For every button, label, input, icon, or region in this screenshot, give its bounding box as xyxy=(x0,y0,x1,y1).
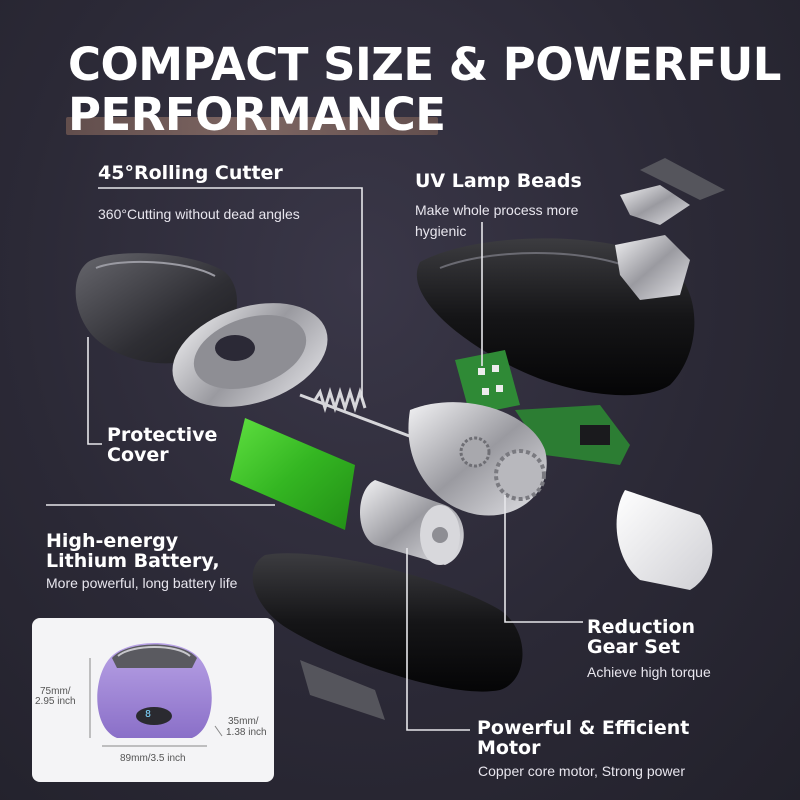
protective-cover-heading-2: Cover xyxy=(107,444,169,466)
depth-inch: 1.38 inch xyxy=(226,727,267,738)
height-inch: 2.95 inch xyxy=(35,696,76,707)
bottom-shell-part xyxy=(252,553,523,720)
battery-heading-1: High-energy xyxy=(46,530,179,552)
page-title: COMPACT SIZE & POWERFUL PERFORMANCE xyxy=(68,40,781,140)
gear-housing-part xyxy=(408,402,547,516)
title-line-1: COMPACT SIZE & POWERFUL xyxy=(68,38,781,91)
gear-set-heading-1: Reduction xyxy=(587,616,696,638)
leader-lines xyxy=(46,187,583,731)
device-image xyxy=(97,643,212,738)
width-dimension: 89mm/3.5 inch xyxy=(120,753,186,764)
protective-cover-heading-1: Protective xyxy=(107,424,218,446)
uv-lamp-sub-1: Make whole process more xyxy=(415,202,579,218)
uv-lamp-heading: UV Lamp Beads xyxy=(415,170,582,192)
uv-bracket-part xyxy=(615,158,725,300)
title-line-2: PERFORMANCE xyxy=(68,88,446,141)
motor-sub: Copper core motor, Strong power xyxy=(478,763,685,779)
dimension-lines xyxy=(89,658,223,747)
title-underline xyxy=(66,117,438,135)
spindle-part xyxy=(299,386,421,442)
uv-pcb-part xyxy=(455,350,520,415)
motor-heading-2: Motor xyxy=(477,737,541,759)
rolling-cutter-sub: 360°Cutting without dead angles xyxy=(98,206,300,222)
leader-gear-set xyxy=(504,495,583,623)
rolling-cutter-heading: 45°Rolling Cutter xyxy=(98,162,283,184)
battery-part xyxy=(230,418,355,530)
device-dimension-drawing xyxy=(89,643,223,747)
end-cap-part xyxy=(616,490,713,590)
battery-sub: More powerful, long battery life xyxy=(46,575,238,591)
gear-set-heading-2: Gear Set xyxy=(587,636,680,658)
height-mm: 75mm/ xyxy=(40,686,71,697)
motor-heading-1: Powerful & Efficient xyxy=(477,717,690,739)
battery-heading-2: Lithium Battery, xyxy=(46,550,220,572)
cutter-head-part xyxy=(172,303,328,407)
leader-rolling-cutter xyxy=(98,187,363,400)
leader-protective-cover xyxy=(87,337,102,445)
motor-part xyxy=(360,480,464,565)
display-digit: 8 xyxy=(145,709,152,720)
dimensions-inset: 8 75mm/ 2.95 inch 35mm/ 1.38 inch 89mm/3… xyxy=(32,618,274,782)
leader-motor xyxy=(406,548,470,731)
gear-set-sub: Achieve high torque xyxy=(587,664,711,680)
uv-lamp-sub-2: hygienic xyxy=(415,223,467,239)
depth-mm: 35mm/ xyxy=(228,716,259,727)
